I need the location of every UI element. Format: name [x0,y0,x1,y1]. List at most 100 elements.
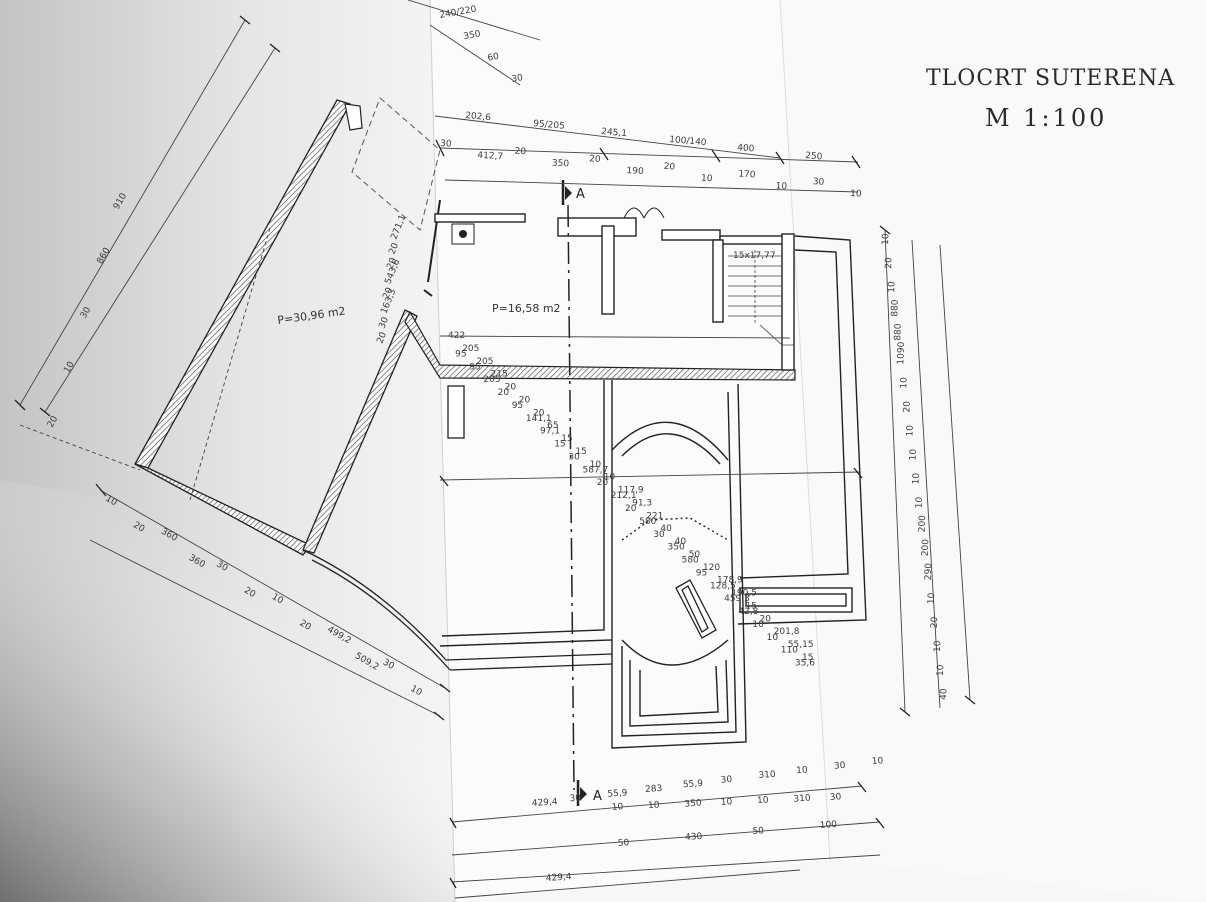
dimension-value: 422 [448,331,465,341]
dimension-value: 10 [872,756,884,767]
drawing-scale: M 1:100 [985,104,1108,132]
dimension-value: 350 [668,543,685,553]
staircase [728,250,795,346]
dimension-value: 30 [653,530,665,540]
dimension-lines [19,0,971,899]
dimension-value: 170 [738,170,756,181]
dimension-value: 10 [912,473,922,485]
dimension-value: 30 [511,73,524,85]
lower-curved-wall [302,549,613,671]
dimension-value: 205 [476,357,493,367]
dimension-value: 20 [498,388,510,398]
section-marker-bottom: A [593,789,602,804]
dimension-value: 91,3 [632,498,652,508]
dimension-value: 10 [887,281,897,293]
dimension-value: 40 [660,524,672,534]
dimension-value: 10 [936,664,946,676]
dimension-value: 580 [639,517,656,527]
dimension-value: 20 [514,147,526,158]
dimension-value: 55,9 [607,788,628,799]
dimension-value: 10 [881,233,891,245]
section-marker-top: A [576,187,585,202]
dimension-value: 1090 [896,341,907,365]
dimension-value: 459,3 [724,594,750,604]
dimension-value: 10 [701,174,713,185]
dimension-value: 95 [455,349,466,359]
dimension-value: 10 [767,633,779,643]
dimension-value: 400 [737,143,755,154]
dimension-value: 20 [902,401,912,413]
dimension-value: 10 [927,592,937,604]
dimension-value: 95 [512,401,523,411]
dimension-value: 10 [648,800,660,811]
dimension-value: 587,7 [583,465,609,475]
dimension-value: 20 [519,395,531,405]
dimension-value: 430 [685,832,703,843]
dimension-value: 40 [939,688,949,700]
dimension-value: 880 [893,323,904,341]
drawing-title: TLOCRT SUTERENA [926,66,1176,91]
dimension-value: 50 [752,826,764,837]
dimension-value: 200 [921,539,932,557]
dimension-value: 35,6 [795,659,815,669]
dimension-value: 10 [604,473,616,483]
dimension-value: 412,7 [477,151,503,162]
dimension-row-bottom-4: 429,4 [546,872,573,884]
dimension-value: 212,1 [611,491,637,501]
dimension-value: 202,6 [465,111,492,123]
dimension-value: 15 [561,434,572,444]
dimension-value: 20 [388,241,402,256]
dimension-value: 128,5 [710,581,736,591]
dimension-value: 10 [752,620,764,630]
dimension-value: 429,4 [546,872,573,884]
dimension-value: 120 [703,563,720,573]
dimension-value: 201,8 [774,627,800,637]
dimension-value: 95 [696,568,707,578]
dimension-value: 310 [793,793,811,804]
dimension-value: 880 [890,299,901,317]
dimension-value: 20 [884,257,894,269]
dimension-value: 200 [918,515,929,533]
dimension-value: 30 [569,793,581,804]
dimension-value: 20 [597,478,609,488]
dimension-value: 221 [646,511,663,521]
dimension-value: 10 [899,377,909,389]
dimension-value: 20 [625,504,637,514]
dimension-value: 30 [720,775,732,786]
dimension-value: 95/205 [533,119,565,132]
dimension-value: 60 [487,52,500,64]
dimension-value: 65 [547,421,558,431]
dimension-value: 20 [760,614,772,624]
dimension-value: 10 [850,189,862,200]
dimension-value: 15 [745,602,756,612]
dimension-value: 178,9 [717,576,743,586]
dimension-value: 310 [758,770,776,781]
dimension-value: 205 [483,375,500,385]
dimension-value: 190 [626,166,644,177]
dimension-value: 20 [382,286,396,301]
dimension-value: 141,1 [526,414,552,424]
dimension-row-center: 422952059520520521520209520141,12097,165… [448,331,815,669]
dimension-value: 283 [645,784,663,795]
dimension-value: 95 [469,362,480,372]
dimension-value: 20 [376,331,390,346]
dimension-value: 215 [491,370,508,380]
dimension-value: 20 [505,383,517,393]
dimension-value: 350 [684,798,702,809]
dimension-value: 10 [612,802,624,813]
dimension-value: 290 [924,563,935,581]
dimension-value: 30 [834,761,846,772]
dimension-value: 100/140 [669,135,707,148]
dimension-value: 30 [378,316,392,331]
dimension-value: 55,9 [683,779,704,790]
dimension-value: 20 [930,616,940,628]
dimension-value: 10 [721,797,733,808]
dimension-value: 205 [462,344,479,354]
dimension-value: 190,5 [731,589,757,599]
dimension-value: 30 [568,453,580,463]
